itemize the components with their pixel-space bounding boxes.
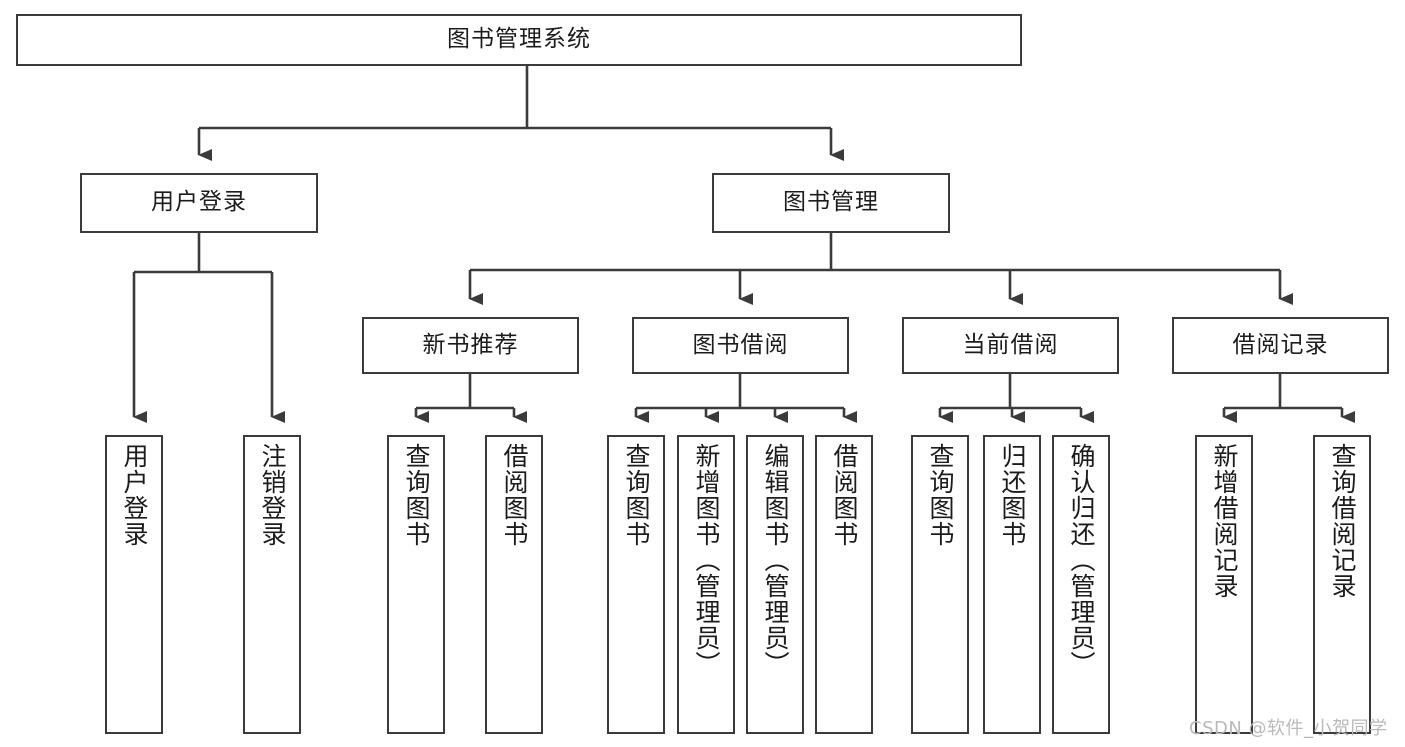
node-label: 图书管理 (783, 189, 879, 216)
node-leaf-query-book-newbook[interactable]: 查询图书 (387, 435, 445, 734)
node-label: 查询借阅记录 (1328, 443, 1357, 599)
node-level2-borrow-record[interactable]: 借阅记录 (1172, 317, 1389, 374)
node-leaf-logout[interactable]: 注销登录 (243, 435, 301, 734)
node-label: 借阅记录 (1232, 331, 1329, 358)
node-leaf-edit-book-admin[interactable]: 编辑图书（管理员） (746, 435, 804, 734)
node-level2-new-book-recommend[interactable]: 新书推荐 (362, 317, 579, 374)
node-leaf-borrow-book-newbook[interactable]: 借阅图书 (485, 435, 543, 734)
node-root[interactable]: 图书管理系统 (16, 14, 1022, 66)
node-label: 查询图书 (926, 443, 955, 547)
node-label: 编辑图书（管理员） (761, 443, 790, 677)
node-root-label: 图书管理系统 (447, 26, 591, 53)
node-level1-user-login[interactable]: 用户登录 (80, 173, 318, 233)
node-leaf-user-login[interactable]: 用户登录 (105, 435, 163, 734)
node-level2-current-borrow[interactable]: 当前借阅 (902, 317, 1119, 374)
node-label: 查询图书 (622, 443, 651, 547)
node-leaf-query-book-current[interactable]: 查询图书 (911, 435, 969, 734)
node-label: 当前借阅 (962, 331, 1059, 358)
node-leaf-add-book-admin[interactable]: 新增图书（管理员） (677, 435, 735, 734)
node-label: 注销登录 (258, 443, 287, 547)
node-leaf-confirm-return-admin[interactable]: 确认归还（管理员） (1052, 435, 1110, 734)
watermark: CSDN @软件_小贺同学 (1189, 718, 1388, 739)
node-leaf-query-book-borrow[interactable]: 查询图书 (607, 435, 665, 734)
node-level2-book-borrow[interactable]: 图书借阅 (632, 317, 849, 374)
node-label: 借阅图书 (830, 443, 859, 547)
node-leaf-query-borrow-record[interactable]: 查询借阅记录 (1313, 435, 1371, 734)
node-leaf-add-borrow-record[interactable]: 新增借阅记录 (1195, 435, 1253, 734)
node-label: 用户登录 (120, 443, 149, 547)
node-label: 查询图书 (402, 443, 431, 547)
node-label: 确认归还（管理员） (1067, 443, 1096, 677)
node-leaf-borrow-book[interactable]: 借阅图书 (815, 435, 873, 734)
node-label: 新增借阅记录 (1210, 443, 1239, 599)
node-label: 图书借阅 (692, 331, 789, 358)
node-leaf-return-book[interactable]: 归还图书 (983, 435, 1041, 734)
node-label: 归还图书 (998, 443, 1027, 547)
node-level1-book-management[interactable]: 图书管理 (712, 173, 950, 233)
node-label: 用户登录 (151, 189, 247, 216)
node-label: 新书推荐 (422, 331, 519, 358)
node-label: 借阅图书 (500, 443, 529, 547)
node-label: 新增图书（管理员） (692, 443, 721, 677)
